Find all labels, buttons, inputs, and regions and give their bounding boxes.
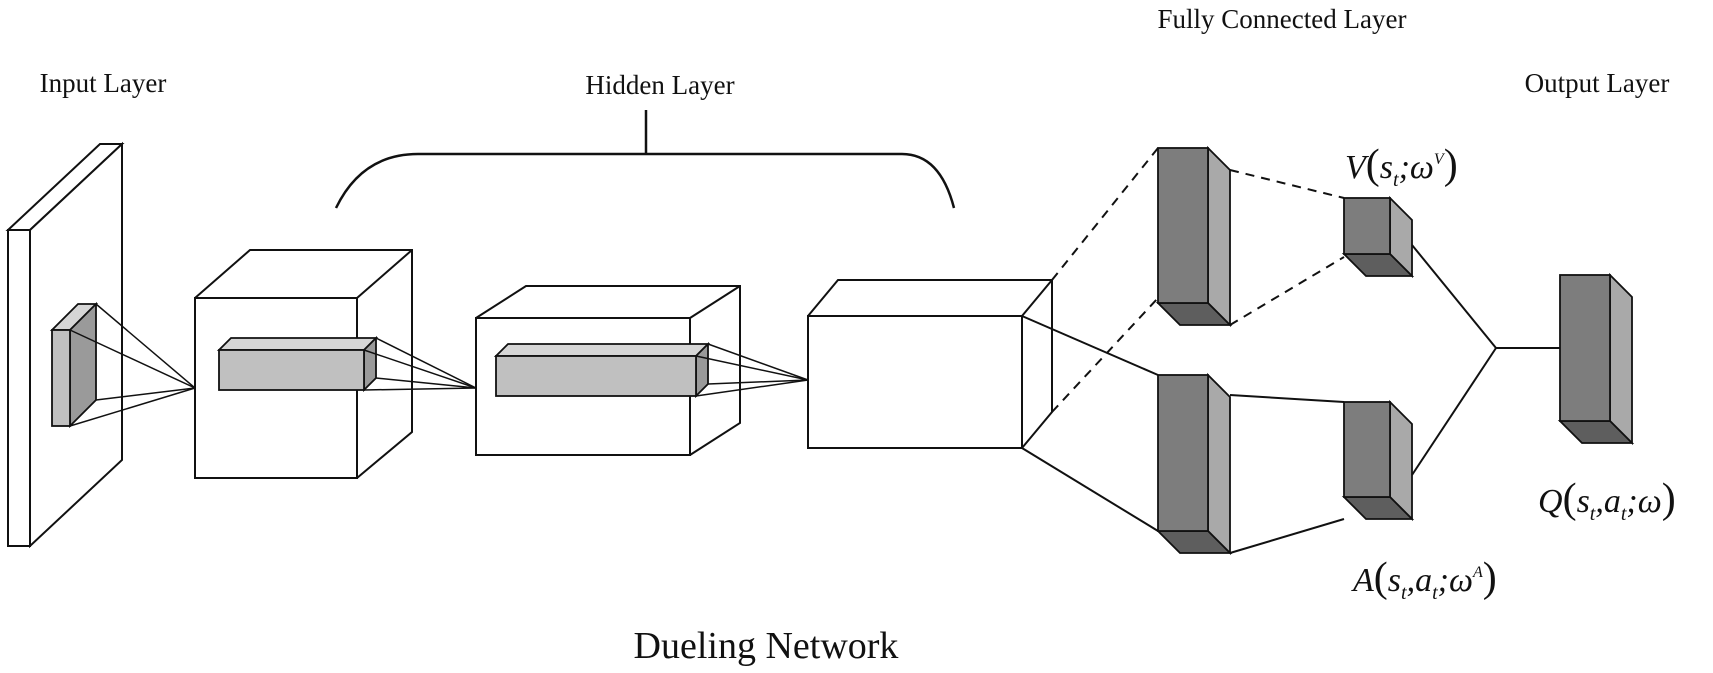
fc-advantage-bar (1155, 372, 1233, 556)
advantage-stream-bar (1341, 399, 1415, 522)
diagram-caption: Dueling Network (634, 625, 899, 667)
hidden-feature-bar-2 (493, 341, 711, 399)
value-function-formula: V(st;ωV) (1345, 142, 1458, 191)
q-value-formula: Q(st,at;ω) (1538, 476, 1676, 525)
aggregation-links (1411, 244, 1560, 476)
hidden-layer-label: Hidden Layer (585, 70, 734, 100)
hidden-feature-bar-1 (216, 335, 379, 393)
input-patch (49, 301, 99, 429)
output-layer-label: Output Layer (1525, 68, 1670, 98)
hidden-layer-brace (334, 110, 956, 209)
input-layer-label: Input Layer (40, 68, 167, 98)
fully-connected-layer-label: Fully Connected Layer (1158, 4, 1407, 34)
advantage-function-formula: A(st,at;ωA) (1351, 555, 1497, 604)
fc-value-bar (1155, 145, 1233, 328)
projection-conv1-to-conv2 (363, 337, 477, 391)
projection-conv2-to-conv3 (695, 343, 809, 397)
hidden-conv-block-3 (807, 279, 1053, 449)
output-q-bar (1557, 272, 1635, 446)
projection-input-to-conv1 (69, 303, 196, 427)
advantage-stream-links (1021, 315, 1345, 554)
value-stream-dashed-links (1051, 147, 1345, 413)
value-stream-cube (1341, 195, 1415, 279)
